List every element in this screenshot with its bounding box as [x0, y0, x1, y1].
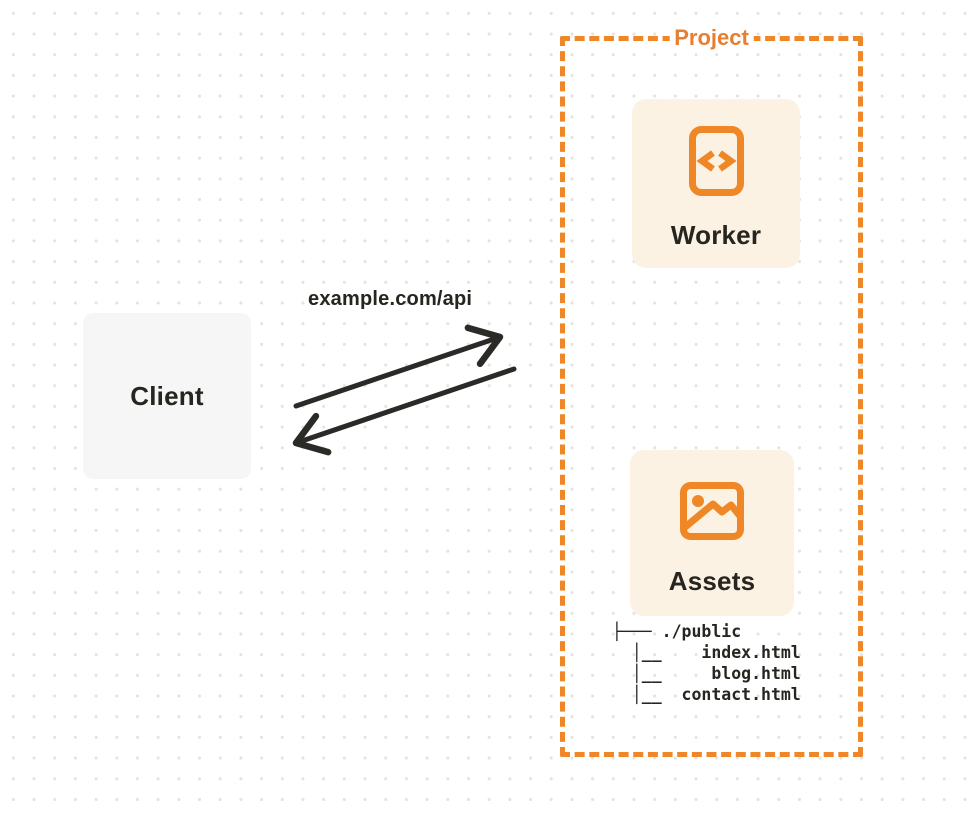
worker-label: Worker — [670, 220, 762, 250]
request-arrow — [293, 324, 504, 409]
assets-label: Assets — [668, 566, 756, 596]
code-file-icon — [688, 126, 744, 196]
image-icon — [680, 482, 744, 540]
client-node: Client — [83, 313, 251, 479]
client-label: Client — [130, 380, 204, 411]
project-boundary: Project — [560, 24, 863, 757]
api-url-label: example.com/api — [308, 288, 473, 310]
assets-node: Assets — [630, 450, 794, 616]
worker-node: Worker — [632, 99, 800, 268]
response-arrow — [292, 366, 517, 456]
project-label: Project — [669, 24, 754, 52]
assets-file-tree: ├─── ./public │__ index.html │__ blog.ht… — [612, 622, 801, 704]
